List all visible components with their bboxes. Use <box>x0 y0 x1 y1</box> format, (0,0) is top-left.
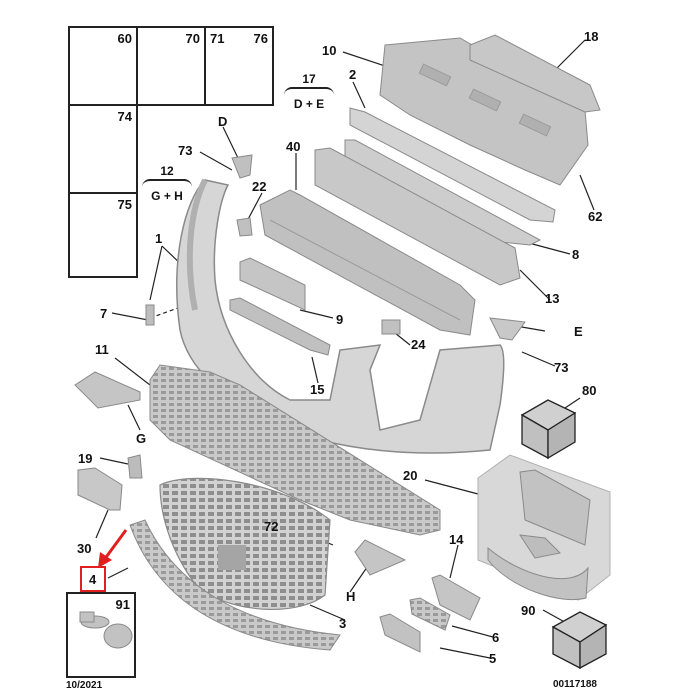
callout-73-upper: 73 <box>178 143 193 158</box>
callout-19: 19 <box>78 451 93 466</box>
fastener-label: 70 <box>185 31 200 46</box>
callout-4: 4 <box>89 572 97 587</box>
callout-62: 62 <box>588 209 603 224</box>
callout-30: 30 <box>77 541 92 556</box>
callout-1: 1 <box>155 231 163 246</box>
fastener-label: 60 <box>117 31 132 46</box>
fastener-box-70: 70 <box>136 26 206 106</box>
fastener-box-91: 91 <box>66 592 136 678</box>
fastener-box-75: 75 <box>68 192 138 278</box>
callout-D: D <box>218 114 228 129</box>
leader-lines <box>95 39 595 659</box>
callout-18: 18 <box>584 29 599 44</box>
callout-14: 14 <box>449 532 464 547</box>
group-17: 17 D + E <box>284 72 334 111</box>
callout-20: 20 <box>403 468 418 483</box>
fastener-label: 71 <box>210 31 225 46</box>
kit-cube-80 <box>520 399 577 460</box>
group-12: 12 G + H <box>142 164 192 203</box>
callout-5: 5 <box>489 651 497 666</box>
callout-13: 13 <box>545 291 560 306</box>
callout-G: G <box>136 431 147 446</box>
callout-6: 6 <box>492 630 500 645</box>
callout-73-lower: 73 <box>554 360 569 375</box>
callout-80: 80 <box>582 383 597 398</box>
fastener-box-60: 60 <box>68 26 138 106</box>
callout-72: 72 <box>264 519 279 534</box>
callout-15: 15 <box>310 382 325 397</box>
fastener-label: 91 <box>115 597 130 612</box>
callout-90: 90 <box>521 603 536 618</box>
date-code: 10/2021 <box>66 680 103 691</box>
kit-cube-90 <box>551 611 608 670</box>
callout-7: 7 <box>100 306 108 321</box>
fastener-label: 75 <box>117 197 132 212</box>
callout-24: 24 <box>411 337 426 352</box>
callout-40: 40 <box>286 139 301 154</box>
callout-10: 10 <box>322 43 337 58</box>
callout-3: 3 <box>339 616 347 631</box>
fastener-label: 74 <box>117 109 132 124</box>
callout-E: E <box>574 324 583 339</box>
fastener-box-71-76: 71 76 <box>204 26 274 106</box>
callout-8: 8 <box>572 247 580 262</box>
fastener-label: 76 <box>253 31 268 46</box>
fastener-box-74: 74 <box>68 104 138 194</box>
callout-11: 11 <box>95 342 109 357</box>
callout-22: 22 <box>252 179 267 194</box>
callout-9: 9 <box>336 312 344 327</box>
callout-2: 2 <box>349 67 357 82</box>
highlight-arrow <box>98 529 128 568</box>
highlighted-part-4-box[interactable]: 4 <box>80 566 106 592</box>
reference-number: 00117188 <box>553 679 597 690</box>
callout-H: H <box>346 589 356 604</box>
